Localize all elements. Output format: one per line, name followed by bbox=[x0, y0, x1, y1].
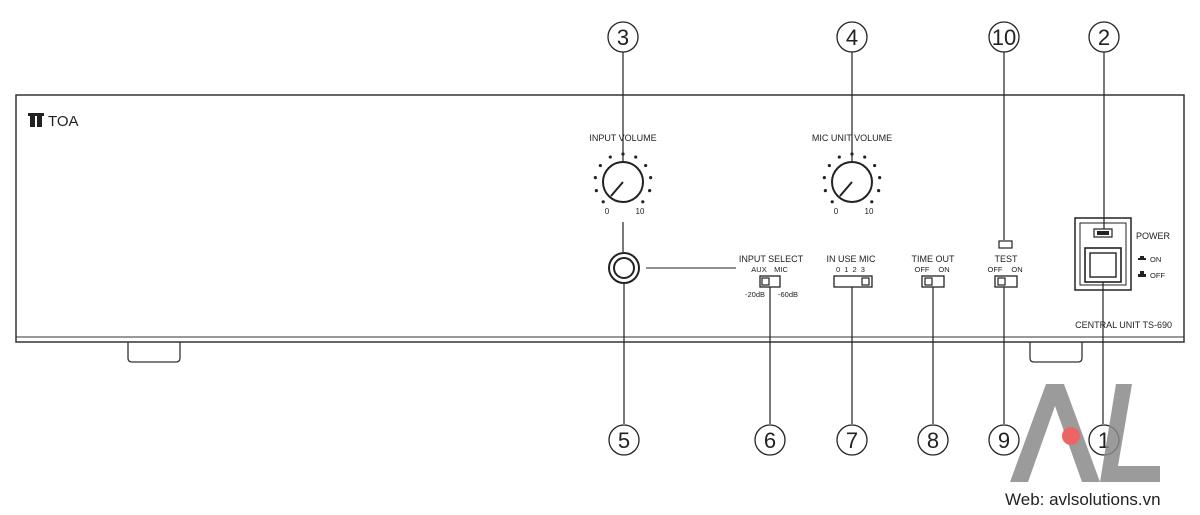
left-foot bbox=[127, 342, 181, 363]
svg-text:10: 10 bbox=[992, 25, 1016, 50]
callout-10: 10 bbox=[988, 21, 1020, 53]
mic-unit-volume-scale-dots bbox=[822, 152, 882, 204]
scale-dot bbox=[870, 200, 874, 204]
time-out-off-label: OFF bbox=[915, 265, 930, 274]
scale-dot bbox=[594, 189, 598, 193]
scale-dot bbox=[863, 155, 867, 159]
scale-dot bbox=[608, 155, 612, 159]
scale-dot bbox=[634, 155, 638, 159]
svg-text:5: 5 bbox=[618, 428, 630, 453]
svg-text:3: 3 bbox=[617, 25, 629, 50]
callout-6: 6 bbox=[754, 424, 786, 456]
scale-dot bbox=[877, 189, 881, 193]
power-label: POWER bbox=[1136, 231, 1171, 241]
time-out-label: TIME OUT bbox=[912, 254, 955, 264]
scale-dot bbox=[641, 200, 645, 204]
scale-dot bbox=[601, 200, 605, 204]
right-foot bbox=[1029, 342, 1083, 363]
callout-5: 5 bbox=[608, 424, 640, 456]
svg-text:2: 2 bbox=[1098, 25, 1110, 50]
power-button[interactable] bbox=[1084, 247, 1122, 283]
toa-logo: TOA bbox=[28, 113, 79, 130]
test-switch[interactable] bbox=[994, 275, 1018, 288]
power-off-symbol-icon bbox=[1138, 271, 1146, 277]
device-panel bbox=[15, 94, 1185, 343]
test-off-label: OFF bbox=[988, 265, 1003, 274]
callout-4: 4 bbox=[836, 21, 868, 53]
svg-text:8: 8 bbox=[927, 428, 939, 453]
test-on-label: ON bbox=[1011, 265, 1022, 274]
scale-dot bbox=[823, 189, 827, 193]
input-select-mic-level: -60dB bbox=[778, 290, 798, 299]
svg-text:4: 4 bbox=[846, 25, 858, 50]
scale-dot bbox=[598, 163, 602, 168]
input-select-switch[interactable] bbox=[759, 275, 781, 288]
input-select-label: INPUT SELECT bbox=[739, 254, 804, 264]
callout-3: 3 bbox=[607, 21, 639, 53]
time-out-on-label: ON bbox=[938, 265, 949, 274]
input-select-aux-level: -20dB bbox=[745, 290, 765, 299]
svg-text:9: 9 bbox=[998, 428, 1010, 453]
scale-dot bbox=[648, 189, 652, 193]
input-jack[interactable] bbox=[608, 252, 640, 284]
watermark-web: Web: avlsolutions.vn bbox=[1005, 490, 1161, 509]
power-on-symbol-icon bbox=[1138, 256, 1146, 260]
input-select-mic-label: MIC bbox=[774, 265, 788, 274]
power-off-label: OFF bbox=[1150, 271, 1165, 280]
scale-dot bbox=[644, 163, 648, 168]
scale-dot bbox=[837, 155, 841, 159]
model-label: CENTRAL UNIT TS-690 bbox=[1075, 320, 1172, 330]
svg-text:7: 7 bbox=[846, 428, 858, 453]
in-use-mic-label: IN USE MIC bbox=[826, 254, 876, 264]
callout-7: 7 bbox=[836, 424, 868, 456]
input-volume-knob[interactable] bbox=[602, 161, 644, 203]
leader-lines bbox=[622, 52, 1105, 424]
in-use-mic-switch[interactable] bbox=[833, 275, 873, 288]
mic-unit-volume-knob[interactable] bbox=[831, 161, 873, 203]
test-label: TEST bbox=[994, 254, 1018, 264]
input-volume-max: 10 bbox=[636, 207, 645, 216]
scale-dot bbox=[822, 176, 826, 180]
scale-dot bbox=[878, 176, 882, 180]
mic-unit-volume-max: 10 bbox=[865, 207, 874, 216]
power-on-label: ON bbox=[1150, 255, 1161, 264]
callout-9: 9 bbox=[988, 424, 1020, 456]
svg-text:6: 6 bbox=[764, 428, 776, 453]
mic-unit-volume-min: 0 bbox=[834, 207, 839, 216]
scale-dot bbox=[873, 163, 877, 168]
brand-text: TOA bbox=[48, 113, 79, 130]
input-volume-min: 0 bbox=[605, 207, 610, 216]
callout-8: 8 bbox=[917, 424, 949, 456]
avl-watermark-logo bbox=[1010, 384, 1160, 482]
test-indicator-led bbox=[998, 240, 1013, 249]
scale-dot bbox=[649, 176, 653, 180]
input-select-aux-label: AUX bbox=[751, 265, 766, 274]
input-volume-scale-dots bbox=[593, 152, 653, 204]
scale-dot bbox=[827, 163, 831, 168]
callout-2: 2 bbox=[1088, 21, 1120, 53]
time-out-switch[interactable] bbox=[921, 275, 945, 288]
scale-dot bbox=[593, 176, 597, 180]
in-use-mic-positions: 0 1 2 3 bbox=[836, 265, 866, 274]
scale-dot bbox=[830, 200, 834, 204]
